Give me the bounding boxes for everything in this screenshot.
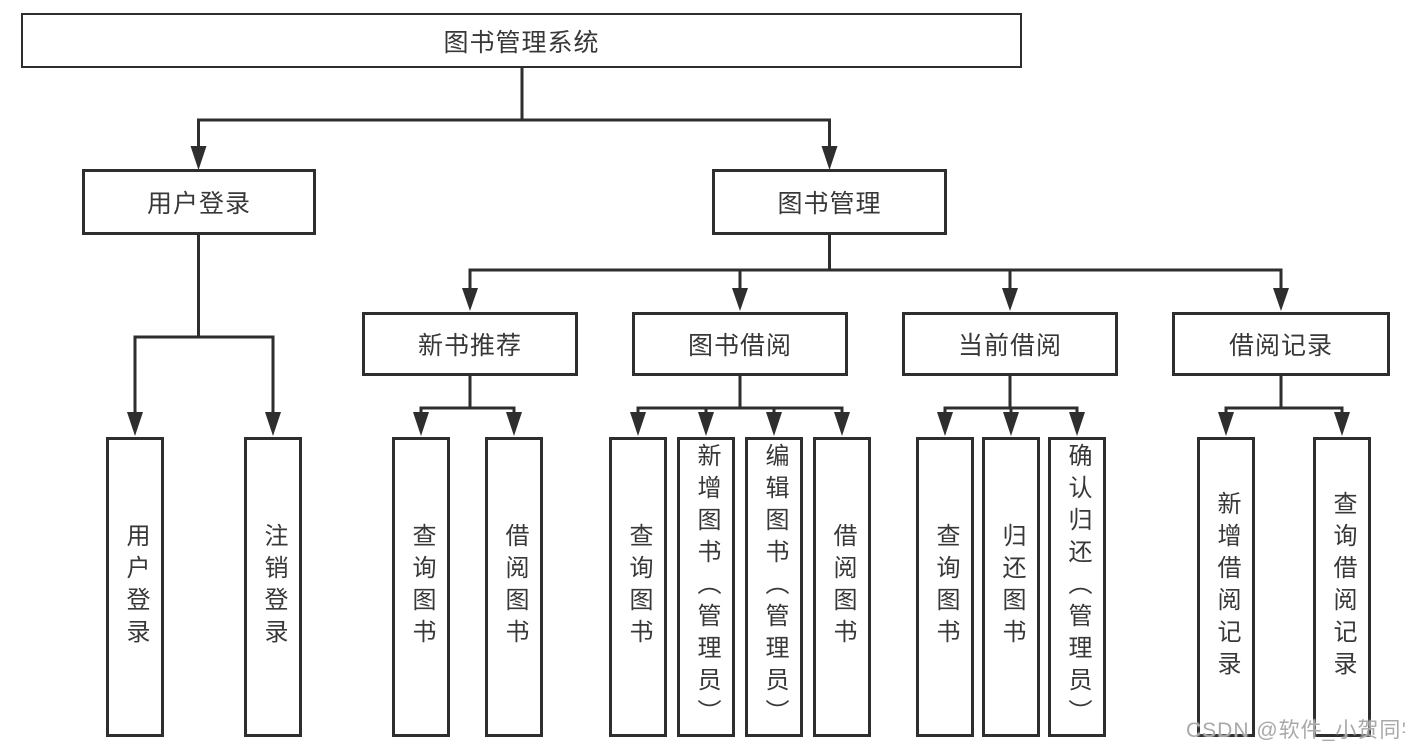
leaf-add-books-admin: 新增图书（管理员） <box>677 437 735 737</box>
leaf-add-borrow-record: 新增借阅记录 <box>1197 437 1255 737</box>
leaf-confirm-return-admin: 确认归还（管理员） <box>1048 437 1106 737</box>
leaf-user-login: 用户登录 <box>106 437 164 737</box>
leaf-borrow-books: 借阅图书 <box>813 437 871 737</box>
leaf-query-books: 查询图书 <box>609 437 667 737</box>
csdn-watermark: CSDN @软件_小贺同学 <box>1186 719 1405 742</box>
leaf-query-books: 查询图书 <box>916 437 974 737</box>
leaf-return-books: 归还图书 <box>982 437 1040 737</box>
leaf-query-borrow-record: 查询借阅记录 <box>1313 437 1371 737</box>
node-new-book-recommendation: 新书推荐 <box>362 312 578 376</box>
node-library-management-system: 图书管理系统 <box>21 13 1022 68</box>
leaf-edit-books-admin: 编辑图书（管理员） <box>745 437 803 737</box>
leaf-query-books: 查询图书 <box>392 437 450 737</box>
leaf-borrow-books: 借阅图书 <box>485 437 543 737</box>
node-borrowing-records: 借阅记录 <box>1172 312 1390 376</box>
node-book-borrowing: 图书借阅 <box>632 312 848 376</box>
leaf-logout: 注销登录 <box>244 437 302 737</box>
node-user-login: 用户登录 <box>82 169 316 235</box>
node-current-borrowing: 当前借阅 <box>902 312 1118 376</box>
node-book-management: 图书管理 <box>712 169 947 235</box>
